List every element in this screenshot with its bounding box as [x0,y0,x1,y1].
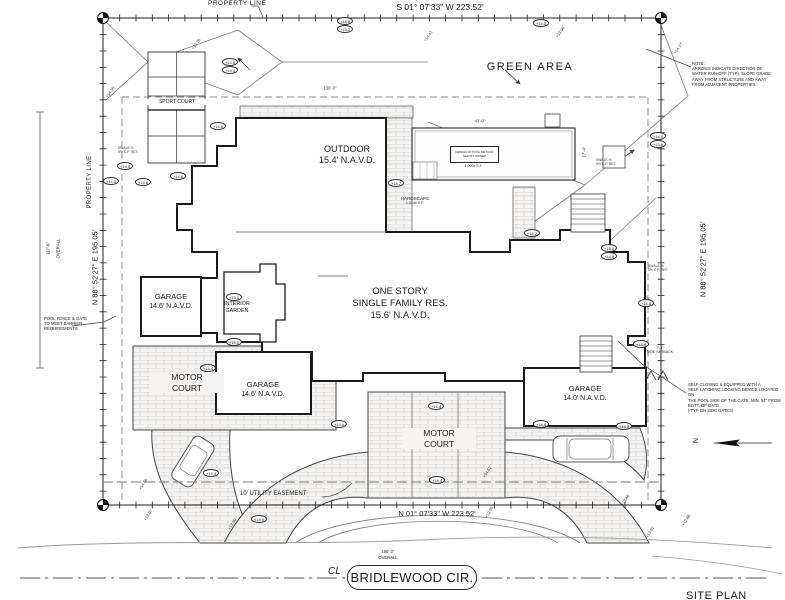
pool [411,113,626,181]
swale-note: SWALE % 5% C.P. RET. [596,158,617,166]
elevation-marker: +14.6 [532,420,550,428]
bearing-right: N 88° 52'27" E 195.05' [698,221,708,298]
garage-right-label: GARAGE 14.0' N.A.V.D. [563,384,607,402]
north-arrow-icon [714,439,772,447]
elevation-marker: +14.8 [600,252,618,260]
overall-bottom-value: 186'-2" [381,549,395,554]
elevation-marker: +14.6 [632,340,650,348]
property-line-top-label: PROPERTY LINE [208,0,267,7]
dimension-text: 43'-0" [474,118,486,124]
interior-garden-outline [223,263,286,343]
interior-garden-label: INTERIOR GARDEN [224,301,250,314]
interior-walls [236,231,386,277]
elevation-marker: +14.8 [209,122,227,130]
corner-markers [97,12,667,511]
elevation-marker: +14.4 [427,402,445,410]
gate-symbols [645,370,669,381]
elevation-marker: +14.4 [199,364,217,372]
dim-line-left [36,111,44,369]
green-area-label: GREEN AREA [486,61,574,73]
overall-left-label: OVERALL [55,238,61,259]
car-right [552,435,630,463]
elevation-marker: +15.2 [225,338,243,346]
elevation-marker: +14.5 [102,177,120,185]
house-label: ONE STORY SINGLE FAMILY RES. 15.6' N.A.V… [352,286,448,321]
dimension-text: 130'-0" [323,85,337,91]
elevation-marker: +14.6 [169,172,187,180]
elevation-marker: +14.4 [428,476,446,484]
stairs [570,193,613,373]
motor-court-bottom-label: MOTOR COURT [402,428,476,449]
elevation-marker: +14.4 [202,469,220,477]
swale-note: SWALE % 5% C.P. RET. [118,146,139,154]
garage-left-label: GARAGE 14.6' N.A.V.D. [149,292,193,310]
sport-court-label: SPORT COURT [146,99,208,105]
elevation-marker: +15.2 [523,229,541,237]
garage-center-label: GARAGE 14.6' N.A.V.D. [241,380,285,398]
elevation-marker: +14.6 [330,420,348,428]
outdoor-label: OUTDOOR 15.4' N.A.V.D. [319,144,375,165]
dimension-text: 17'-4" [581,146,587,158]
street-name: BRIDLEWOOD CIR. [350,570,474,585]
site-plan-title: SITE PLAN [686,590,747,600]
elevation-marker: +14.6 [134,178,152,186]
elevation-marker: +14.8 [532,19,550,27]
pool-fence-note: POOL FENCE & GATE TO MEET BARRIER REQUIR… [44,316,88,332]
bearing-bottom: N 01° 07'33" W 223.52' [398,509,476,518]
elevation-marker: +14.8 [336,17,354,25]
elevation-marker: +14.6 [116,162,134,170]
elevation-marker: +15.2 [387,179,405,187]
house-outline [176,117,646,382]
elevation-marker: +14.0 [250,515,268,523]
elevation-marker: +14.8 [637,299,655,307]
hardscape-label: HARDSCAPE 1,034± S.F. [385,196,445,207]
swale-note: SWALE % 5% C.P. RET. [648,264,669,272]
pool-note-box: DESIGN OF POOL METHOD NEW BY OWNER [450,146,499,163]
street-name-box: BRIDLEWOOD CIR. [347,565,477,590]
centerline-symbol: CL [328,566,341,577]
elevation-marker: +15.0 [225,293,243,301]
overall-bottom-label: OVERALL [378,555,398,560]
motor-court-left-label: MOTOR COURT [150,372,224,393]
pool-area-label: 1,090± S.F. [464,164,483,168]
elevation-marker: +14.6 [221,58,239,66]
north-label: N [691,437,699,444]
overall-left-value: 117'-6" [45,241,51,256]
runoff-note: NOTE: ARROWS INDICATE DIRECTION OF WATER… [692,61,772,87]
bearing-top: S 01° 07'33" W 223.52' [396,2,484,12]
car-left [171,435,215,488]
gate-note: SELF CLOSING & EQUIPPED WITH A SELF-LATC… [688,382,781,414]
leader-lines [71,5,692,498]
side-setback-note: 7'-6" SIDE SETBACK [646,346,674,355]
elevation-marker: +15.1 [336,25,354,33]
sport-court-lines [147,51,206,164]
elevation-marker: +14.4 [221,66,239,74]
garages [140,276,647,427]
hardscape-area: 1,034± S.F. [405,201,425,206]
elevation-marker: +15.0 [600,244,618,252]
utility-easement-label: 10' UTILITY EASEMENT [240,491,307,497]
property-boundary [99,14,665,509]
elevation-marker: +13.8 [649,140,667,148]
elevation-marker: +14.6 [615,422,633,430]
elevation-marker: +14.0 [649,132,667,140]
